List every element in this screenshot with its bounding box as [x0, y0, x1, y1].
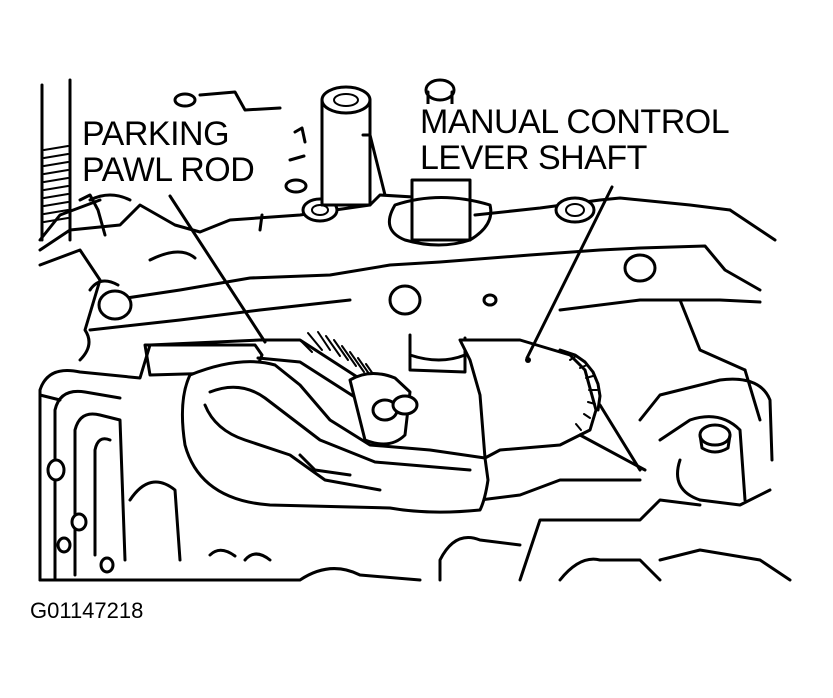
manual-control-lever-shaft-label: MANUAL CONTROL LEVER SHAFT	[418, 103, 732, 177]
leader-lines	[168, 185, 614, 360]
parking-pawl-rod	[256, 331, 419, 446]
label-line: LEVER SHAFT	[420, 139, 647, 177]
left-threaded-shaft	[40, 78, 107, 242]
label-line: MANUAL CONTROL	[420, 103, 730, 141]
parking-pawl-rod-label: PARKING PAWL ROD	[80, 115, 257, 189]
housing-casting	[38, 90, 777, 422]
label-line: PARKING	[82, 115, 230, 153]
valve-body-casting	[38, 338, 792, 582]
figure-id: G01147218	[30, 598, 144, 623]
bolt	[698, 423, 732, 454]
manual-control-lever-shaft	[320, 78, 493, 374]
detent-lever-plate	[143, 338, 647, 514]
label-line: PAWL ROD	[82, 151, 255, 189]
